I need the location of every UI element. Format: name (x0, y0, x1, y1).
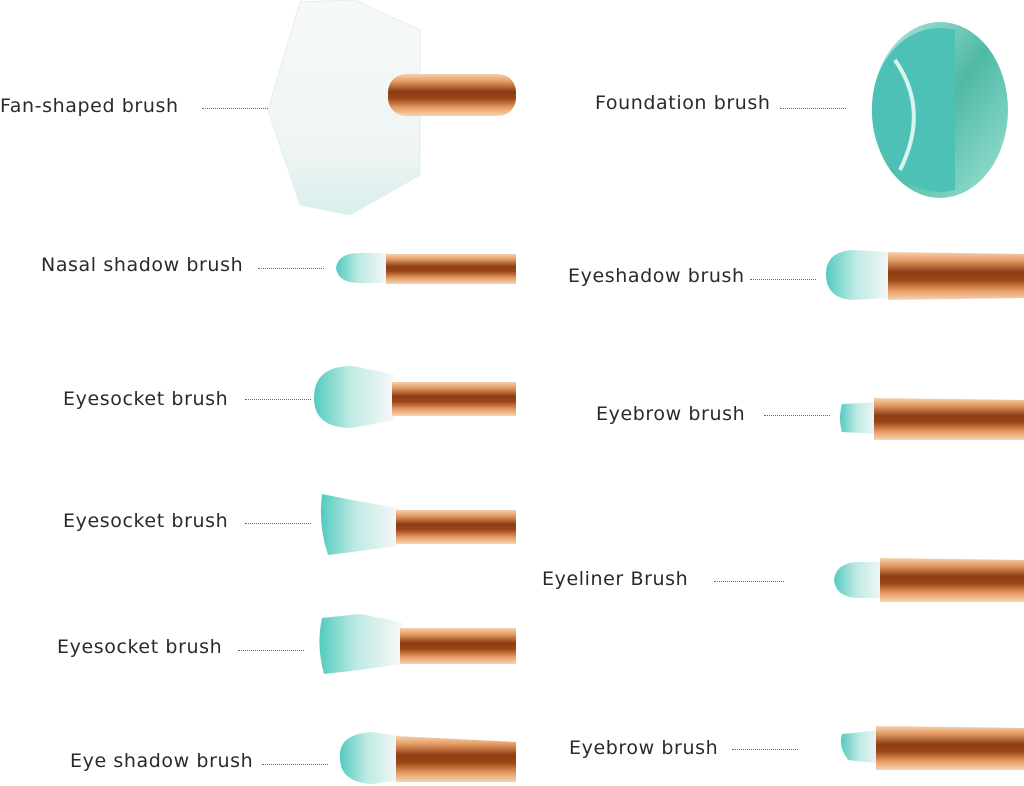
label-eyebrow-brush-1: Eyebrow brush (596, 403, 746, 425)
nasal-shadow-brush (336, 253, 516, 284)
leader-eyeliner (714, 581, 784, 582)
leader-eyebrow-2 (732, 749, 798, 750)
leader-eyebrow-1 (764, 415, 830, 416)
leader-fan (202, 108, 268, 109)
eyesocket-brush-3 (319, 614, 516, 674)
leader-socket-3 (238, 650, 304, 651)
label-eyeliner-brush: Eyeliner Brush (542, 568, 689, 590)
eyesocket-brush-1 (314, 366, 516, 428)
label-foundation-brush: Foundation brush (595, 92, 771, 114)
label-eyesocket-brush-3: Eyesocket brush (57, 636, 223, 658)
label-eyeshadow-brush: Eyeshadow brush (568, 265, 745, 287)
eyebrow-brush-1 (840, 398, 1024, 440)
leader-socket-2 (245, 523, 311, 524)
leader-eyeshadow-left (262, 764, 328, 765)
eyeshadow-brush-right (826, 250, 1024, 300)
leader-foundation (780, 108, 846, 109)
leader-nasal (258, 268, 324, 269)
eye-shadow-brush-left (339, 732, 516, 784)
label-nasal-shadow-brush: Nasal shadow brush (41, 254, 244, 276)
fan-brush (267, 0, 516, 216)
leader-eyeshadow-right (750, 279, 816, 280)
leader-socket-1 (245, 399, 311, 400)
label-eye-shadow-brush: Eye shadow brush (70, 750, 254, 772)
eyesocket-brush-2 (320, 494, 516, 555)
label-fan-shaped-brush: Fan-shaped brush (0, 95, 179, 117)
foundation-brush (871, 22, 1008, 198)
label-eyebrow-brush-2: Eyebrow brush (569, 737, 719, 759)
label-eyesocket-brush-1: Eyesocket brush (63, 388, 229, 410)
eyeliner-brush (834, 558, 1024, 602)
label-eyesocket-brush-2: Eyesocket brush (63, 510, 229, 532)
eyebrow-brush-2 (840, 726, 1024, 770)
